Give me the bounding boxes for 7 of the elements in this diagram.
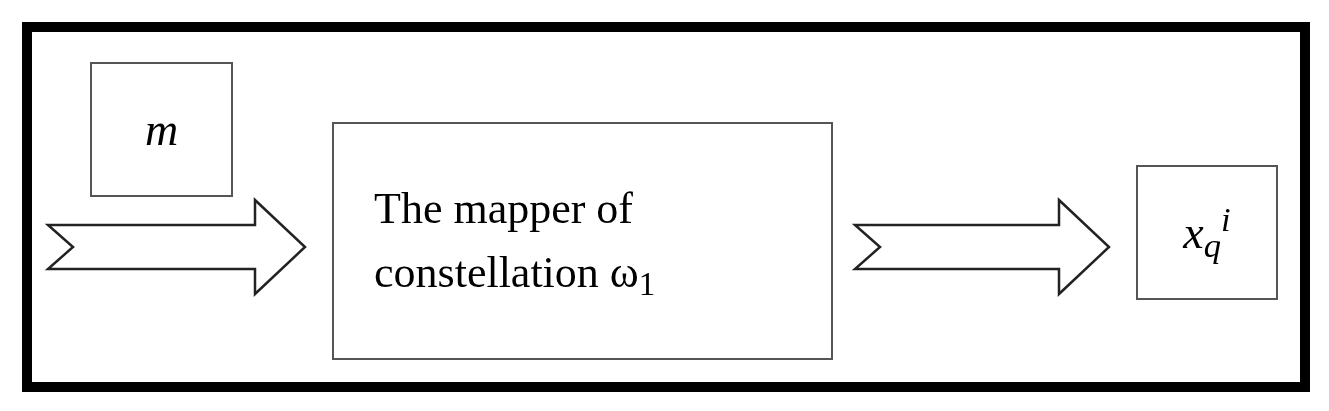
block-arrow xyxy=(851,197,1111,297)
box-label: m xyxy=(144,103,179,157)
block-arrow xyxy=(44,197,307,297)
process-box xyxy=(90,62,233,197)
process-box xyxy=(332,122,833,360)
box-label: The mapper of constellation ω$_{1}$ xyxy=(373,183,657,305)
process-box xyxy=(1136,165,1278,300)
